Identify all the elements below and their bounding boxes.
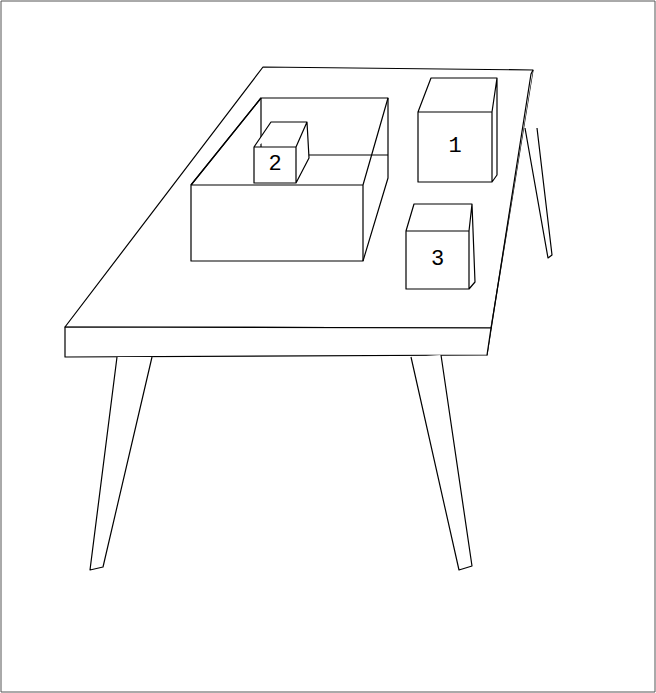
block-faces	[418, 78, 497, 182]
container-rim	[191, 98, 388, 261]
block-outline	[254, 122, 311, 185]
numbered-block: 2	[254, 122, 309, 183]
numbered-block: 3	[406, 204, 475, 289]
container-box	[191, 98, 388, 261]
table-leg	[411, 355, 472, 570]
table-top	[65, 67, 533, 328]
block-number: 1	[448, 136, 461, 158]
block-faces	[406, 204, 475, 289]
block-number: 3	[431, 249, 444, 271]
table-leg	[525, 128, 552, 258]
block-faces	[254, 122, 309, 183]
block-outline	[418, 78, 499, 184]
table-edge	[65, 327, 491, 357]
table-leg	[90, 357, 152, 570]
block-outline	[406, 204, 477, 291]
numbered-block: 1	[418, 78, 497, 182]
block-number: 2	[268, 154, 281, 176]
